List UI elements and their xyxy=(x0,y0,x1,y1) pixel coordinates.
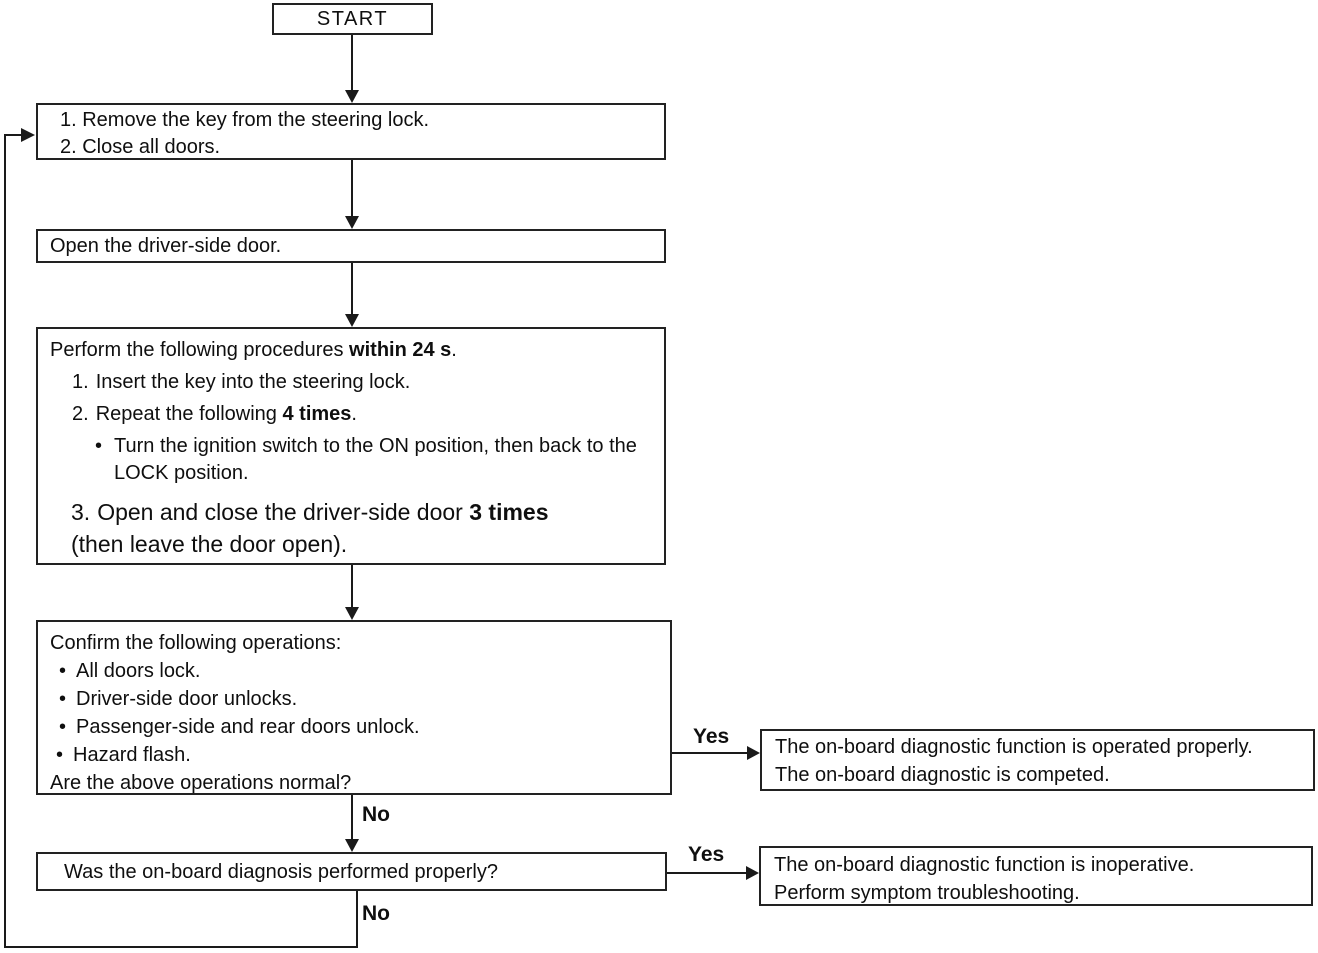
bullet-icon: • xyxy=(59,688,67,710)
bullet-icon: • xyxy=(59,716,67,738)
procedure-step-2-sub-text: Turn the ignition switch to the ON posit… xyxy=(114,435,637,484)
no-label-mid: No xyxy=(362,803,390,826)
procedure-intro-bold: within 24 s xyxy=(349,339,452,361)
arrowhead-down-open xyxy=(345,216,359,229)
open-door-step-box: Open the driver-side door. xyxy=(36,229,666,263)
procedure-step-2-pre: Repeat the following xyxy=(95,403,283,425)
procedure-intro-pre: Perform the following procedures xyxy=(50,339,350,361)
procedure-step-1: 1. Insert the key into the steering lock. xyxy=(72,369,652,396)
confirm-bullet-3: • Passenger-side and rear doors unlock. xyxy=(59,713,660,741)
procedure-step-2: 2. Repeat the following 4 times. xyxy=(72,401,652,428)
procedure-step-3-pre: Open and close the driver-side door xyxy=(97,499,470,525)
result-fail-line-1: The on-board diagnostic function is inop… xyxy=(774,854,1195,876)
confirm-question: Are the above operations normal? xyxy=(50,772,352,794)
procedure-step-2-post: . xyxy=(351,403,357,425)
arrowhead-down-prepare xyxy=(345,90,359,103)
result-ok-line-1: The on-board diagnostic function is oper… xyxy=(775,736,1253,758)
arrowhead-down-question xyxy=(345,839,359,852)
confirm-bullet-3-text: Passenger-side and rear doors unlock. xyxy=(76,716,420,738)
result-ok-line-2: The on-board diagnostic is competed. xyxy=(775,764,1110,786)
yes-label-bottom: Yes xyxy=(688,843,725,866)
procedure-step-box: Perform the following procedures within … xyxy=(36,327,666,565)
procedure-step-3: 3.Open and close the driver-side door 3 … xyxy=(71,496,652,560)
confirm-bullet-1-text: All doors lock. xyxy=(76,660,201,682)
arrowhead-down-confirm xyxy=(345,607,359,620)
confirm-operations-box: Confirm the following operations: • All … xyxy=(36,620,672,795)
arrowhead-down-procedure xyxy=(345,314,359,327)
confirm-intro: Confirm the following operations: xyxy=(50,632,342,654)
no-label-bottom: No xyxy=(362,902,390,925)
diagnosis-question-box: Was the on-board diagnosis performed pro… xyxy=(36,852,667,891)
prepare-step-box: 1. Remove the key from the steering lock… xyxy=(36,103,666,160)
confirm-bullet-1: • All doors lock. xyxy=(59,657,660,685)
result-fail-line-2: Perform symptom troubleshooting. xyxy=(774,882,1080,904)
diagnosis-question-text: Was the on-board diagnosis performed pro… xyxy=(64,861,498,883)
bullet-icon: • xyxy=(56,744,64,766)
yes-label-top: Yes xyxy=(693,725,730,748)
bullet-icon: • xyxy=(95,435,103,457)
start-label: START xyxy=(316,7,389,30)
confirm-bullet-2: • Driver-side door unlocks. xyxy=(59,685,660,713)
arrowhead-right-yes-bottom xyxy=(746,866,759,880)
procedure-intro-post: . xyxy=(451,339,457,361)
result-ok-box: The on-board diagnostic function is oper… xyxy=(760,729,1315,791)
prepare-line-2: 2. Close all doors. xyxy=(60,136,221,158)
confirm-bullet-4: • Hazard flash. xyxy=(56,741,660,769)
procedure-step-2-num: 2. xyxy=(72,403,89,425)
procedure-step-3-line-1: 3.Open and close the driver-side door 3 … xyxy=(71,496,652,528)
result-fail-box: The on-board diagnostic function is inop… xyxy=(759,846,1313,906)
prepare-line-1: 1. Remove the key from the steering lock… xyxy=(60,109,430,131)
procedure-step-3-bold: 3 times xyxy=(469,499,549,525)
procedure-step-3-num: 3. xyxy=(71,499,91,525)
arrowhead-right-loop-back xyxy=(21,128,35,142)
confirm-bullet-2-text: Driver-side door unlocks. xyxy=(76,688,298,710)
procedure-step-1-num: 1. xyxy=(72,371,89,393)
procedure-intro: Perform the following procedures within … xyxy=(50,337,652,364)
confirm-bullet-4-text: Hazard flash. xyxy=(73,744,191,766)
bullet-icon: • xyxy=(59,660,67,682)
procedure-step-3-line-2: (then leave the door open). xyxy=(71,531,348,557)
open-door-text: Open the driver-side door. xyxy=(50,235,282,257)
procedure-step-2-bold: 4 times xyxy=(282,403,352,425)
arrowhead-right-yes-top xyxy=(747,746,760,760)
procedure-step-2-sub-bullet: • Turn the ignition switch to the ON pos… xyxy=(95,433,652,487)
procedure-step-1-text: Insert the key into the steering lock. xyxy=(95,371,411,393)
start-node: START xyxy=(272,3,433,35)
